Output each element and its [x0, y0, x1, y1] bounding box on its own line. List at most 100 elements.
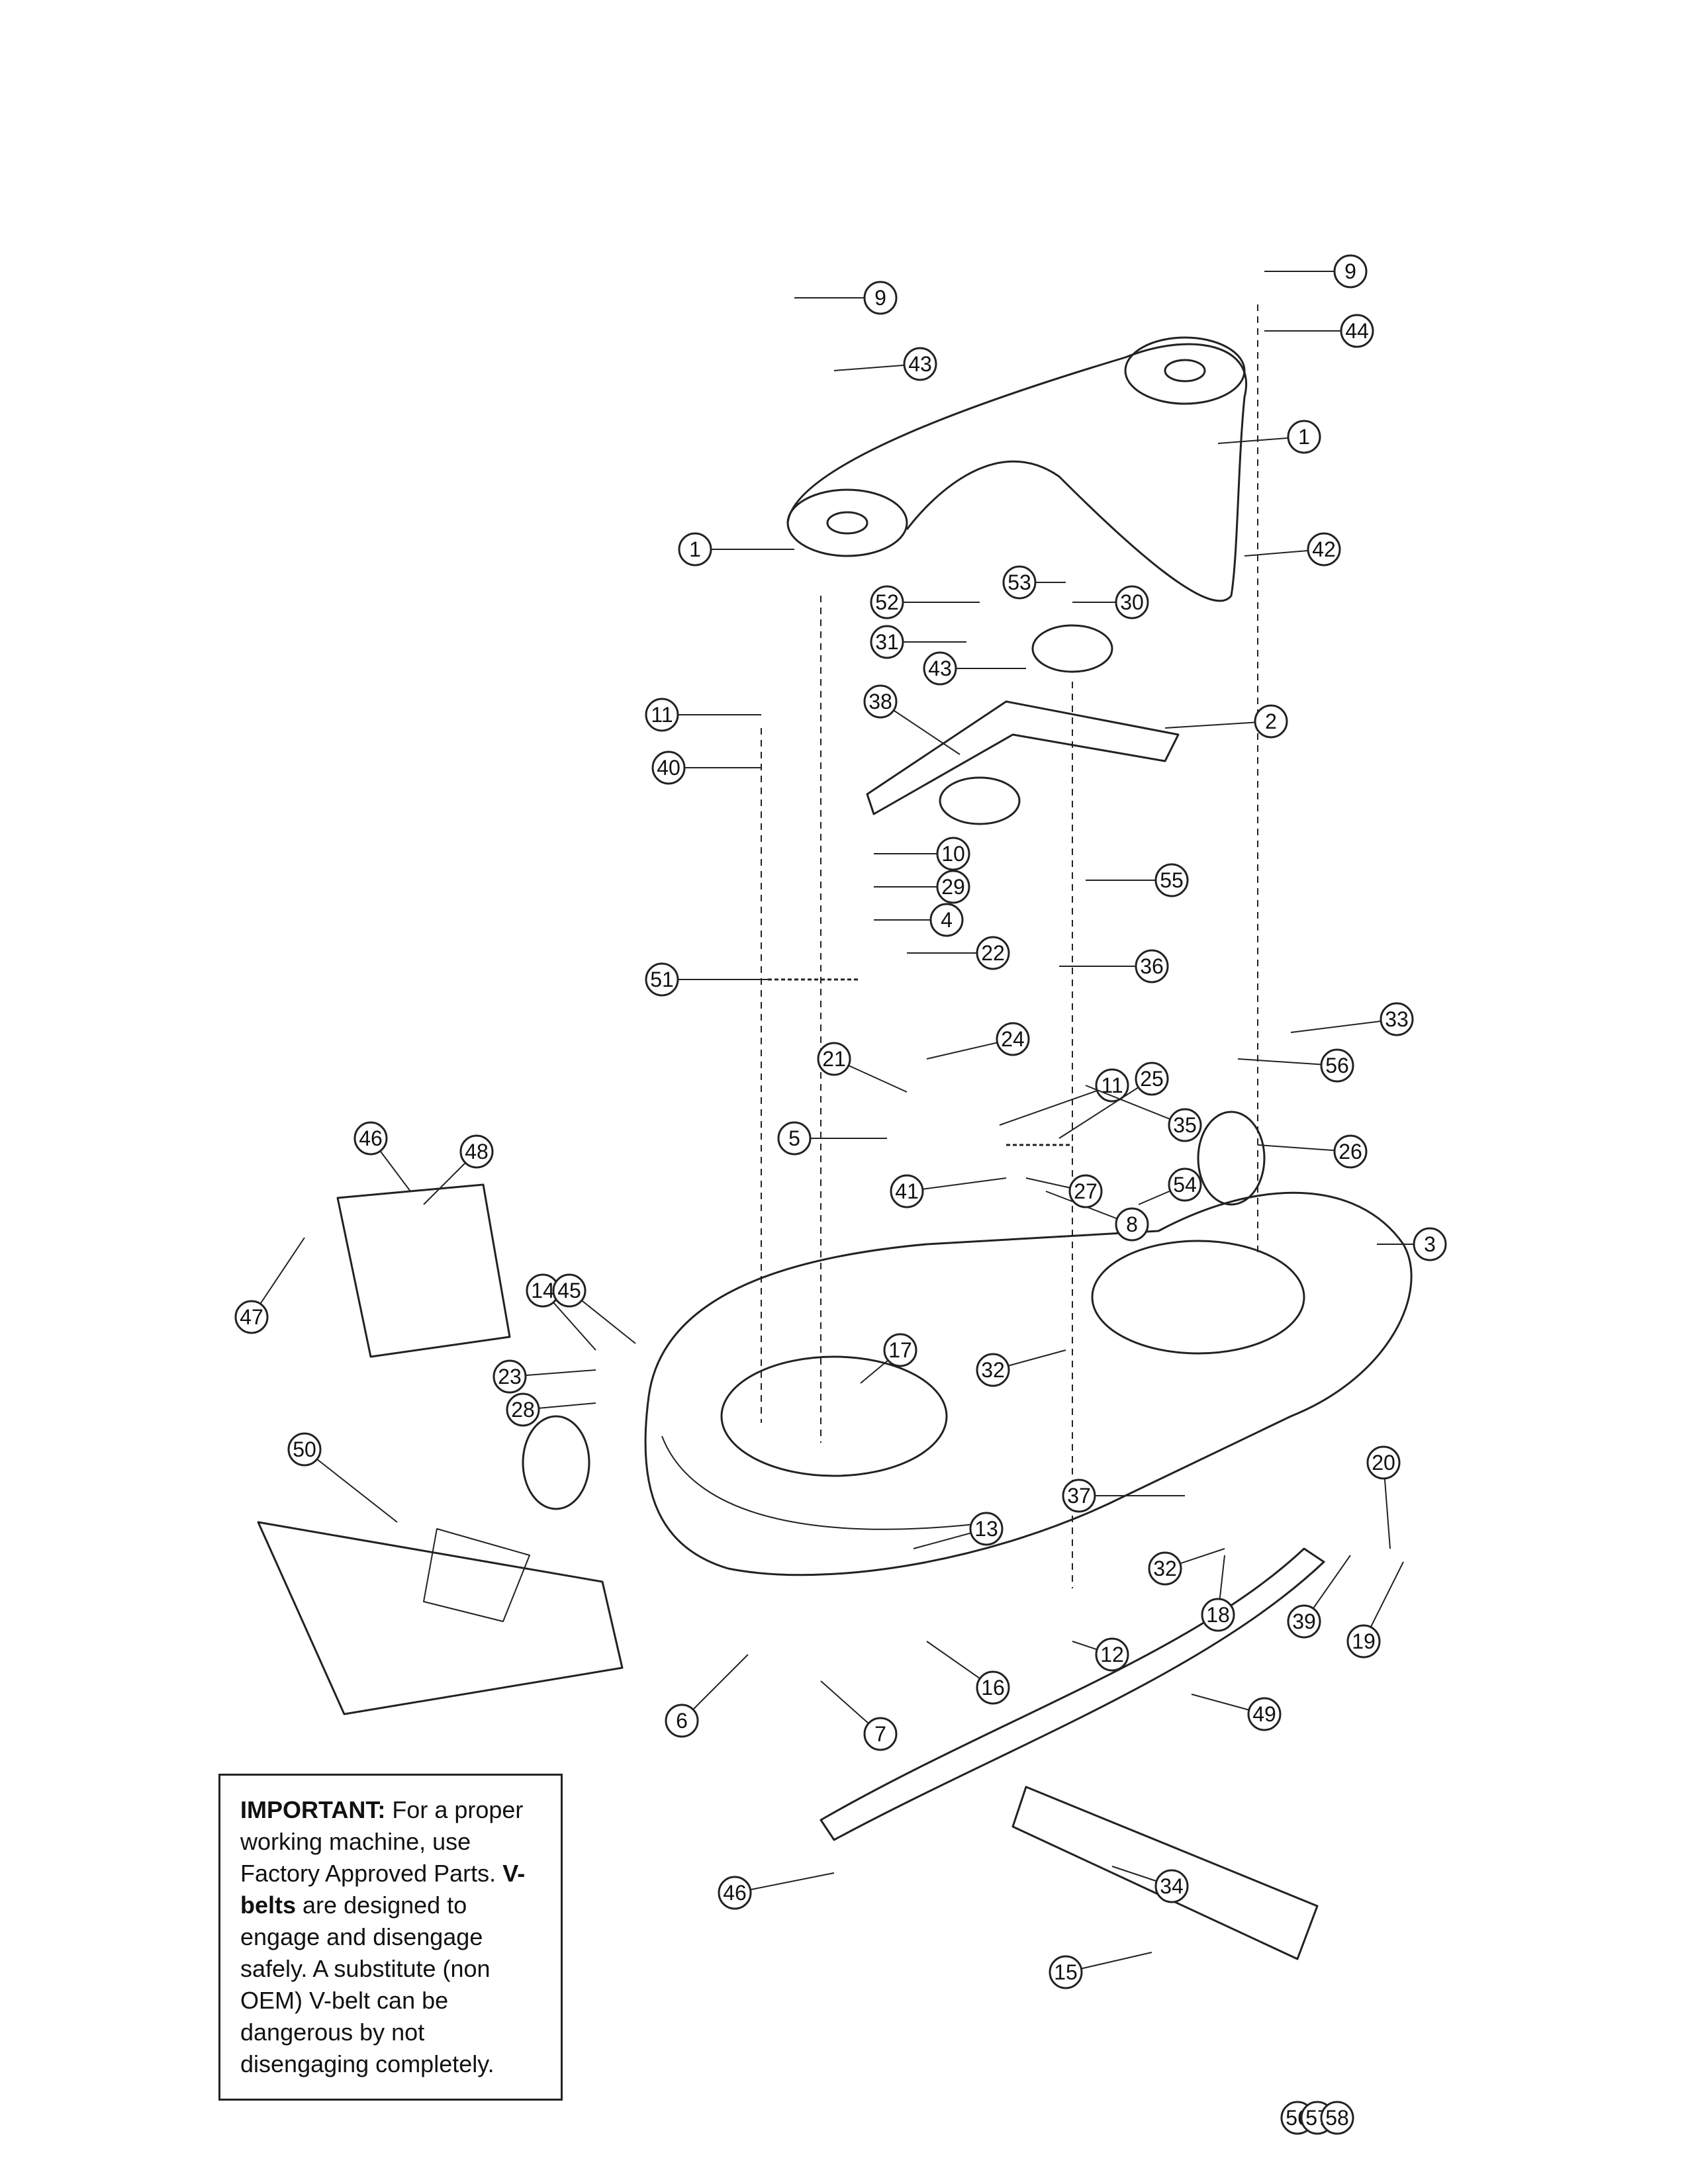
callout-12: 12 — [1072, 1637, 1129, 1672]
callout-11: 11 — [999, 1068, 1129, 1126]
callout-number: 12 — [1100, 1643, 1124, 1666]
callout-32: 32 — [1148, 1548, 1225, 1586]
callout-number: 51 — [650, 968, 674, 991]
callout-circle — [976, 1670, 1010, 1705]
callout-circle — [506, 1392, 540, 1427]
callout-number: 16 — [981, 1676, 1005, 1700]
callout-50: 50 — [287, 1432, 398, 1523]
callout-32: 32 — [976, 1349, 1066, 1387]
callout-number: 10 — [941, 842, 965, 866]
important-notice: IMPORTANT: For a proper working machine,… — [218, 1774, 563, 2101]
callout-circle — [863, 281, 898, 315]
callout-4: 4 — [874, 903, 964, 937]
callout-number: 2 — [1265, 709, 1277, 733]
callout-circle — [651, 751, 686, 785]
callout-circle — [1135, 949, 1169, 983]
callout-number: 27 — [1074, 1179, 1098, 1203]
callout-38: 38 — [863, 684, 961, 755]
callout-number: 13 — [974, 1517, 998, 1541]
mower-deck — [644, 1191, 1413, 1576]
callout-number: 45 — [557, 1279, 581, 1302]
callout-leader — [1085, 1085, 1186, 1126]
notice-bold-vbelts: V-belts — [240, 1860, 526, 1919]
callout-number: 53 — [1008, 570, 1031, 594]
spindle-pulley-left — [786, 488, 908, 557]
callout-number: 42 — [1312, 537, 1336, 561]
callout-circle — [1002, 565, 1037, 600]
callout-circle — [817, 1042, 851, 1076]
callout-circle — [923, 651, 957, 686]
callout-56: 56 — [1237, 1048, 1354, 1083]
callout-circle — [665, 1704, 699, 1738]
callout-2: 2 — [1164, 704, 1288, 739]
callout-number: 26 — [1338, 1140, 1362, 1163]
callout-35: 35 — [1085, 1085, 1202, 1142]
callout-1: 1 — [1217, 420, 1321, 454]
callout-number: 35 — [1173, 1113, 1197, 1137]
callout-11: 11 — [645, 698, 761, 732]
callout-number: 1 — [689, 537, 701, 561]
callout-15: 15 — [1049, 1952, 1152, 1989]
callout-36: 36 — [1059, 949, 1169, 983]
callout-circle — [1154, 1869, 1189, 1903]
blade-bar — [820, 1547, 1325, 1841]
callout-34: 34 — [1111, 1866, 1189, 1903]
callout-circle — [1320, 2101, 1354, 2135]
callout-circle — [1154, 863, 1189, 897]
callout-circle — [890, 1174, 924, 1208]
callout-number: 19 — [1352, 1629, 1376, 1653]
callout-number: 58 — [1325, 2106, 1349, 2130]
callout-52: 52 — [870, 585, 980, 619]
callout-leader — [1290, 1019, 1397, 1033]
callout-circle — [1168, 1108, 1202, 1142]
callout-number: 32 — [1153, 1557, 1177, 1580]
callout-30: 30 — [1072, 585, 1149, 619]
callout-number: 34 — [1160, 1874, 1184, 1898]
callout-leader — [1058, 1078, 1152, 1139]
callout-group: 1123456789910111112131415161718192021222… — [234, 254, 1447, 2135]
callout-41: 41 — [890, 1174, 1007, 1208]
callout-circle — [777, 1121, 812, 1156]
callout-number: 56 — [1325, 1054, 1349, 1077]
callout-number: 18 — [1206, 1603, 1230, 1627]
callout-33: 33 — [1290, 1002, 1414, 1036]
callout-number: 52 — [875, 590, 899, 614]
callout-circle — [1340, 314, 1374, 348]
callout-number: 41 — [895, 1179, 919, 1203]
callout-number: 14 — [531, 1279, 555, 1302]
callout-circle — [996, 1022, 1030, 1056]
callout-circle — [863, 684, 898, 719]
chute-deflector — [336, 1183, 511, 1358]
callout-circle — [1095, 1637, 1129, 1672]
callout-number: 15 — [1054, 1960, 1078, 1984]
callout-55: 55 — [1086, 863, 1189, 897]
callout-circle — [870, 625, 904, 659]
callout-number: 46 — [723, 1881, 747, 1905]
callout-circle — [903, 347, 937, 381]
callout-number: 25 — [1140, 1067, 1164, 1091]
callout-number: 46 — [359, 1126, 383, 1150]
callout-circle — [678, 532, 712, 567]
callout-53: 53 — [1002, 565, 1066, 600]
callout-circle — [936, 870, 970, 904]
callout-leader — [1164, 721, 1272, 729]
callout-circle — [1287, 1604, 1321, 1639]
callout-3: 3 — [1377, 1227, 1447, 1261]
callout-46: 46 — [353, 1121, 411, 1192]
callout-circle — [1115, 585, 1149, 619]
callout-number: 11 — [651, 703, 673, 727]
callout-circle — [936, 837, 970, 871]
spindle-pulley-right — [1124, 336, 1246, 405]
callout-51: 51 — [645, 962, 768, 997]
callout-21: 21 — [817, 1042, 908, 1093]
callout-37: 37 — [1062, 1479, 1185, 1513]
callout-number: 9 — [874, 286, 886, 310]
callout-44: 44 — [1264, 314, 1374, 348]
callout-1: 1 — [678, 532, 794, 567]
callout-13: 13 — [913, 1512, 1004, 1549]
callout-circle — [1380, 1002, 1414, 1036]
callout-number: 11 — [1101, 1073, 1123, 1097]
callout-number: 21 — [822, 1047, 846, 1071]
callout-number: 49 — [1252, 1702, 1276, 1726]
callout-number: 9 — [1344, 259, 1356, 283]
